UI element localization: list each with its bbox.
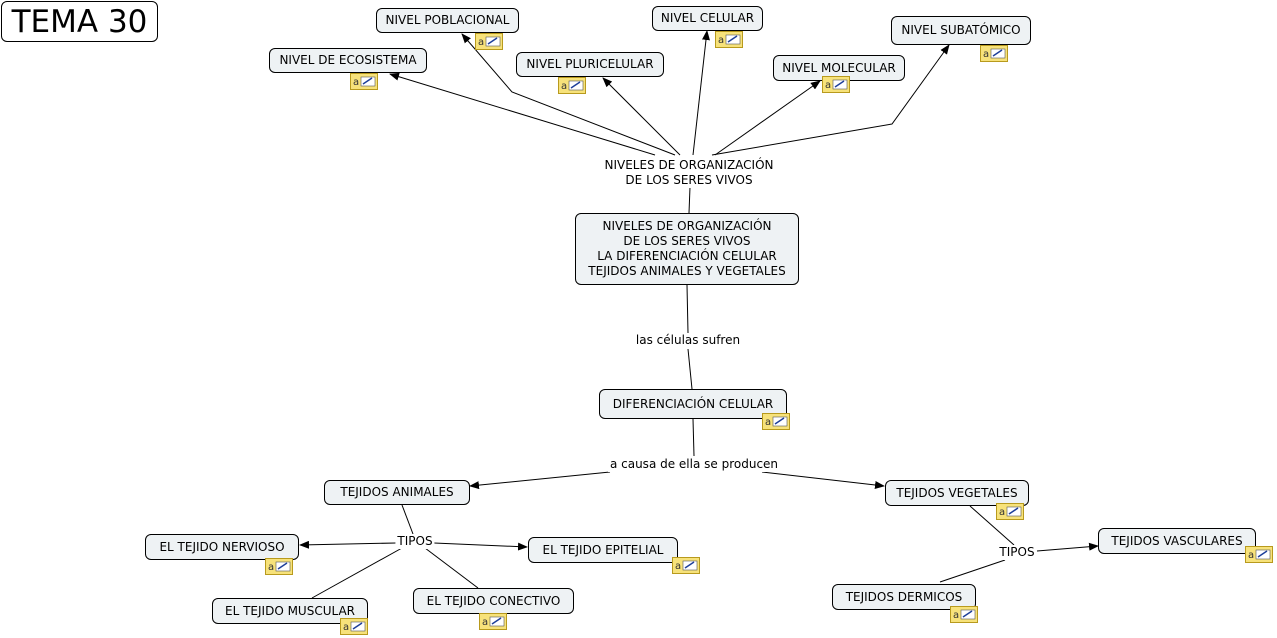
note-icon[interactable]: a [1245, 546, 1273, 563]
linking-phrase-tipos-animales[interactable]: TIPOS [395, 534, 435, 549]
note-icon[interactable]: a [475, 33, 503, 50]
note-icon[interactable]: a [762, 413, 790, 430]
svg-text:a: a [953, 610, 959, 621]
linking-phrase-niveles[interactable]: NIVELES DE ORGANIZACIÓN DE LOS SERES VIV… [602, 158, 776, 188]
node-diferenciacion-celular[interactable]: DIFERENCIACIÓN CELULAR [599, 389, 787, 419]
svg-text:a: a [983, 49, 989, 60]
svg-text:a: a [268, 562, 274, 573]
note-icon[interactable]: a [715, 31, 743, 48]
svg-text:a: a [478, 37, 484, 48]
note-icon[interactable]: a [996, 503, 1024, 520]
linking-phrase-sufren[interactable]: las células sufren [633, 333, 743, 348]
svg-text:a: a [343, 622, 349, 633]
note-icon[interactable]: a [340, 618, 368, 635]
note-icon[interactable]: a [265, 558, 293, 575]
svg-text:a: a [482, 617, 488, 628]
linking-phrase-tipos-vegetales[interactable]: TIPOS [997, 545, 1037, 560]
node-tejidos-vegetales[interactable]: TEJIDOS VEGETALES [885, 480, 1029, 506]
node-nivel-pluricelular[interactable]: NIVEL PLURICELULAR [516, 52, 664, 77]
svg-text:a: a [825, 80, 831, 91]
linking-phrase-causa[interactable]: a causa de ella se producen [607, 457, 781, 472]
node-nivel-subatomico[interactable]: NIVEL SUBATÓMICO [891, 16, 1031, 45]
node-nivel-ecosistema[interactable]: NIVEL DE ECOSISTEMA [269, 48, 427, 73]
node-nivel-poblacional[interactable]: NIVEL POBLACIONAL [376, 8, 519, 33]
note-icon[interactable]: a [350, 73, 378, 90]
svg-text:a: a [765, 417, 771, 428]
svg-text:a: a [561, 81, 567, 92]
page-title: TEMA 30 [1, 1, 158, 42]
node-tejidos-vasculares[interactable]: TEJIDOS VASCULARES [1098, 528, 1256, 554]
node-tejidos-animales[interactable]: TEJIDOS ANIMALES [324, 480, 470, 505]
note-icon[interactable]: a [558, 77, 586, 94]
note-icon[interactable]: a [950, 606, 978, 623]
note-icon[interactable]: a [822, 76, 850, 93]
svg-text:a: a [353, 77, 359, 88]
node-tejido-conectivo[interactable]: EL TEJIDO CONECTIVO [413, 588, 574, 614]
note-icon[interactable]: a [479, 613, 507, 630]
svg-text:a: a [999, 507, 1005, 518]
svg-text:a: a [718, 35, 724, 46]
note-icon[interactable]: a [672, 557, 700, 574]
node-central[interactable]: NIVELES DE ORGANIZACIÓN DE LOS SERES VIV… [575, 213, 799, 285]
note-icon[interactable]: a [980, 45, 1008, 62]
node-tejidos-dermicos[interactable]: TEJIDOS DERMICOS [832, 584, 976, 610]
svg-text:a: a [675, 561, 681, 572]
node-tejido-nervioso[interactable]: EL TEJIDO NERVIOSO [145, 534, 299, 560]
node-nivel-celular[interactable]: NIVEL CELULAR [652, 6, 763, 31]
svg-text:a: a [1248, 550, 1254, 561]
node-tejido-epitelial[interactable]: EL TEJIDO EPITELIAL [528, 537, 678, 563]
